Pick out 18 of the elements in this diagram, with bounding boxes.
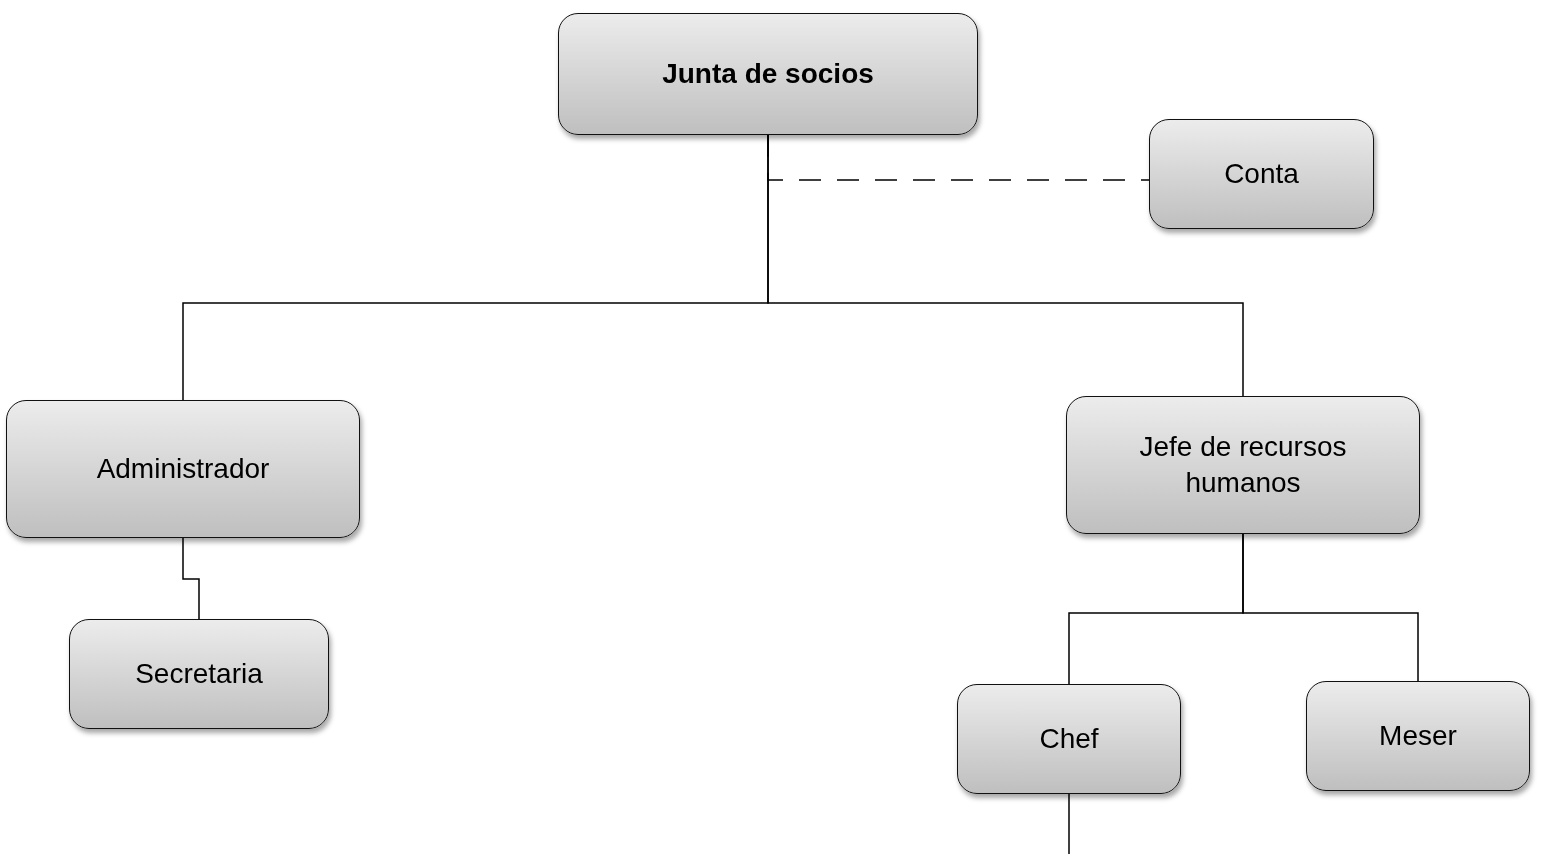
box-label: Meser: [1379, 718, 1457, 753]
box-label: Administrador: [96, 451, 270, 486]
box-label: Junta de socios: [662, 56, 874, 91]
org-box: [1306, 681, 1530, 791]
box-label: Secretaria: [135, 656, 263, 691]
org-box: [957, 684, 1181, 794]
org-box: [1149, 119, 1374, 229]
connector-line: [182, 537, 200, 620]
org-box: [69, 619, 329, 729]
org-box: [1066, 396, 1420, 534]
connector-line: [1068, 793, 1070, 854]
connector-line: [767, 134, 1244, 397]
connector-line: [1242, 533, 1419, 682]
org-box: [6, 400, 360, 538]
box-label: Chef: [1039, 721, 1099, 756]
box-label: Jefe de recursos humanos: [1138, 429, 1348, 500]
org-box: [558, 13, 978, 135]
box-label: Conta: [1224, 156, 1299, 191]
